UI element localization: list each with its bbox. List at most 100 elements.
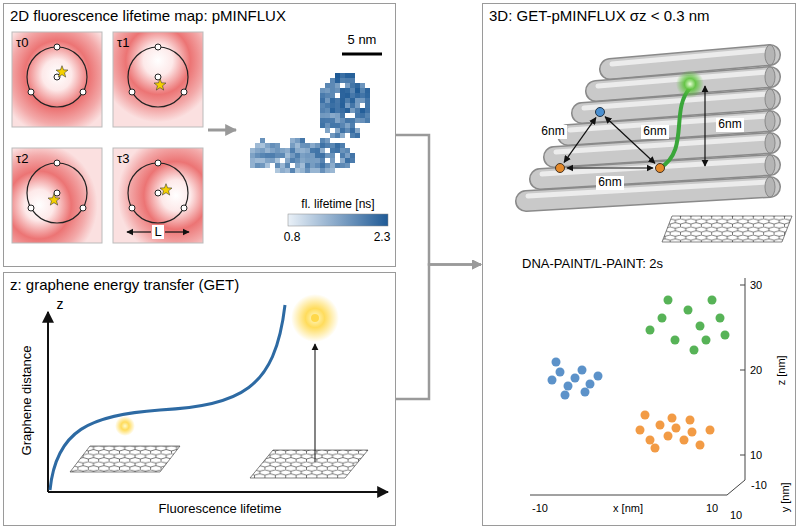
lifetime-heatmap-part bbox=[325, 88, 330, 93]
donut-scan-square bbox=[12, 32, 102, 127]
axis-tick: -10 bbox=[532, 502, 548, 515]
axis-title: Graphene distance bbox=[21, 345, 36, 455]
docking-distance-arrow-part bbox=[564, 118, 596, 163]
lifetime-heatmap-part bbox=[330, 98, 335, 103]
lifetime-heatmap-part bbox=[320, 103, 325, 108]
lifetime-heatmap-part bbox=[325, 108, 330, 113]
lifetime-heatmap-part bbox=[335, 133, 340, 138]
fluorophore-glow-part bbox=[291, 294, 339, 342]
lifetime-heatmap-part bbox=[265, 158, 270, 163]
lifetime-heatmap-part bbox=[320, 123, 325, 128]
donut-scan-square-part bbox=[181, 205, 187, 211]
lifetime-heatmap-part bbox=[340, 128, 345, 133]
lifetime-heatmap-part bbox=[300, 143, 305, 148]
donut-scan-square-part bbox=[155, 160, 161, 166]
localization-dot-part bbox=[556, 368, 565, 377]
scatter-axis-part bbox=[530, 495, 727, 496]
scatter-axis-part bbox=[740, 455, 745, 456]
origami-helix-part bbox=[765, 111, 775, 131]
scale-bar-part bbox=[342, 53, 382, 56]
lifetime-heatmap-part bbox=[355, 103, 360, 108]
lifetime-heatmap-part bbox=[345, 163, 350, 168]
docking-site bbox=[556, 108, 665, 173]
lifetime-heatmap-part bbox=[345, 153, 350, 158]
localization-dot-part bbox=[548, 376, 557, 385]
lifetime-heatmap-part bbox=[255, 153, 260, 158]
lifetime-heatmap-part bbox=[300, 158, 305, 163]
colorbar-title: fl. lifetime [ns] bbox=[301, 198, 374, 212]
lifetime-heatmap-part bbox=[330, 113, 335, 118]
localization-dot-part bbox=[552, 358, 561, 367]
origami-helix-part bbox=[765, 133, 775, 153]
lifetime-heatmap-part bbox=[325, 138, 330, 143]
origami-helix-part bbox=[765, 155, 775, 175]
lifetime-heatmap-part bbox=[275, 143, 280, 148]
localization-dot-part bbox=[716, 314, 725, 323]
localization-dot-part bbox=[586, 380, 595, 389]
lifetime-heatmap-part bbox=[260, 158, 265, 163]
colorbar-tick: 2.3 bbox=[374, 231, 391, 245]
lifetime-heatmap-part bbox=[305, 153, 310, 158]
lifetime-heatmap-part bbox=[325, 143, 330, 148]
lifetime-heatmap-part bbox=[330, 148, 335, 153]
localization-dot-part bbox=[708, 296, 717, 305]
lifetime-heatmap-part bbox=[255, 158, 260, 163]
lifetime-heatmap-part bbox=[275, 158, 280, 163]
lifetime-heatmap-part bbox=[345, 103, 350, 108]
lifetime-curve-part bbox=[50, 305, 285, 490]
donut-scan-square-part bbox=[181, 89, 187, 95]
lifetime-heatmap-part bbox=[285, 148, 290, 153]
lifetime-heatmap-part bbox=[290, 153, 295, 158]
localization-dot-part bbox=[646, 436, 655, 445]
origami-helix-part bbox=[528, 182, 768, 196]
lifetime-heatmap-part bbox=[295, 153, 300, 158]
lifetime-heatmap-part bbox=[285, 158, 290, 163]
lifetime-heatmap-part bbox=[330, 93, 335, 98]
lifetime-heatmap-part bbox=[295, 143, 300, 148]
docking-site-part bbox=[556, 164, 565, 173]
localization-dot-part bbox=[721, 331, 730, 340]
localization-dot-part bbox=[564, 382, 573, 391]
lifetime-heatmap-part bbox=[300, 153, 305, 158]
origami-helix-part bbox=[542, 160, 768, 174]
lifetime-heatmap-part bbox=[310, 158, 315, 163]
dimension-label: 6nm bbox=[716, 118, 743, 132]
lifetime-heatmap-part bbox=[325, 98, 330, 103]
lifetime-heatmap-part bbox=[300, 138, 305, 143]
donut-scan-square-part bbox=[113, 32, 203, 127]
lifetime-heatmap-part bbox=[265, 148, 270, 153]
lifetime-heatmap-part bbox=[320, 108, 325, 113]
lifetime-heatmap-part bbox=[320, 168, 325, 173]
localization-dot-part bbox=[696, 322, 705, 331]
lifetime-heatmap-part bbox=[325, 123, 330, 128]
fluorophore-glow-part bbox=[115, 416, 135, 436]
lifetime-symbol: τ1 bbox=[117, 36, 129, 51]
lifetime-heatmap-part bbox=[255, 148, 260, 153]
lifetime-heatmap-part bbox=[330, 163, 335, 168]
lifetime-heatmap-part bbox=[330, 133, 335, 138]
lifetime-heatmap-part bbox=[350, 128, 355, 133]
lifetime-heatmap-part bbox=[340, 163, 345, 168]
lifetime-heatmap-part bbox=[270, 148, 275, 153]
lifetime-symbol: τ0 bbox=[16, 36, 28, 51]
lifetime-heatmap-part bbox=[355, 128, 360, 133]
localization-dot-part bbox=[651, 444, 660, 453]
lifetime-heatmap-part bbox=[340, 88, 345, 93]
lifetime-heatmap-part bbox=[345, 108, 350, 113]
localization-dot-part bbox=[594, 372, 603, 381]
donut-scan-square-part bbox=[128, 163, 188, 223]
lifetime-heatmap-part bbox=[350, 118, 355, 123]
flow-arrow-part bbox=[208, 129, 236, 132]
lifetime-heatmap-part bbox=[285, 168, 290, 173]
localization-dot-part bbox=[690, 346, 699, 355]
lifetime-heatmap-part bbox=[345, 78, 350, 83]
localization-dot-part bbox=[658, 314, 667, 323]
lifetime-heatmap-part bbox=[350, 73, 355, 78]
localization-dot-part bbox=[664, 296, 673, 305]
bracket-arrow bbox=[396, 135, 481, 265]
lifetime-heatmap-part bbox=[295, 163, 300, 168]
lifetime-heatmap-part bbox=[290, 168, 295, 173]
lifetime-heatmap-part bbox=[350, 98, 355, 103]
lifetime-heatmap-part bbox=[335, 113, 340, 118]
lifetime-heatmap-part bbox=[335, 163, 340, 168]
